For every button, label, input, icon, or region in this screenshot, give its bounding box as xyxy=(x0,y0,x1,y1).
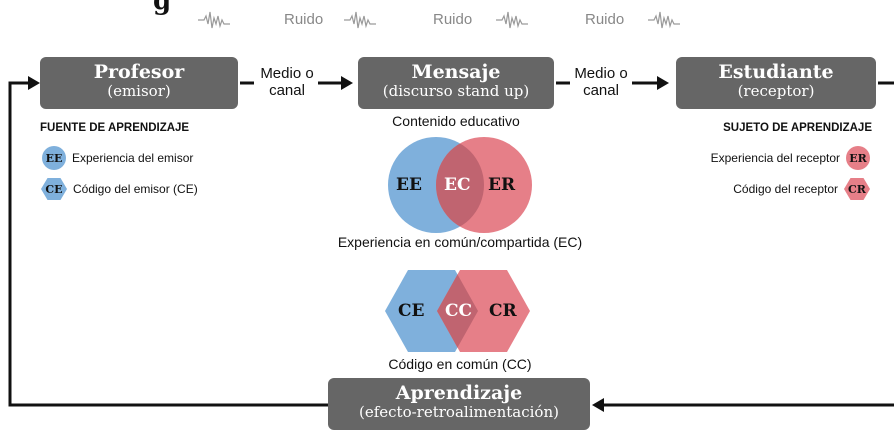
noise-label-1: Ruido xyxy=(284,11,324,28)
message-caption: Contenido educativo xyxy=(392,113,520,129)
shared-code-overlap xyxy=(437,270,478,352)
experience-caption: Experiencia en común/compartida (EC) xyxy=(337,234,583,250)
noise-label-2: Ruido xyxy=(433,11,473,28)
venn-code-right: CR xyxy=(489,301,517,321)
receiver-experience-item: Experiencia del receptor ER xyxy=(711,146,870,170)
venn-exp-center: EC xyxy=(444,175,471,195)
shared-experience-overlap xyxy=(436,137,484,233)
receiver-code-item: Código del receptor CR xyxy=(733,178,870,200)
venn-code-center: CC xyxy=(445,301,473,321)
arrow-head xyxy=(592,398,604,412)
arrow-head xyxy=(657,76,669,90)
venn-exp-left: EE xyxy=(396,175,422,195)
wave-icon xyxy=(344,11,376,29)
message-box: Mensaje (discurso stand up) xyxy=(358,57,554,109)
channel-line2: canal xyxy=(583,82,619,99)
receiver-code-text: Código del receptor xyxy=(733,182,838,196)
message-title: Mensaje xyxy=(411,61,501,83)
receiver-box: Estudiante (receptor) xyxy=(676,57,876,109)
sender-experience-text: Experiencia del emisor xyxy=(72,151,194,165)
arrow-head xyxy=(28,76,40,90)
receiver-subtitle: (receptor) xyxy=(737,82,815,100)
message-subtitle: (discurso stand up) xyxy=(382,82,530,100)
title-fragment: g xyxy=(153,0,172,16)
channel-label-2: Medio o canal xyxy=(570,65,632,99)
receiver-experience-badge: ER xyxy=(846,146,870,170)
venn-code-left: CE xyxy=(398,301,425,321)
wave-icon xyxy=(496,11,528,29)
sender-title: Profesor xyxy=(93,61,185,83)
wave-icon xyxy=(198,11,230,29)
sender-experience-badge: EE xyxy=(42,146,66,170)
learning-title: Aprendizaje xyxy=(395,382,523,404)
channel-line1: Medio o xyxy=(574,65,628,82)
receiver-panel-heading: SUJETO DE APRENDIZAJE xyxy=(723,122,872,134)
sender-panel-heading: FUENTE DE APRENDIZAJE xyxy=(40,122,190,134)
channel-line2: canal xyxy=(269,82,305,99)
noise-label-3: Ruido xyxy=(585,11,625,28)
receiver-title: Estudiante xyxy=(718,61,834,83)
code-caption: Código en común (CC) xyxy=(388,356,532,372)
wave-icon xyxy=(648,11,680,29)
channel-line1: Medio o xyxy=(260,65,314,82)
arrow-head xyxy=(341,76,353,90)
venn-exp-right: ER xyxy=(488,175,516,195)
sender-experience-item: EE Experiencia del emisor xyxy=(42,146,193,170)
sender-subtitle: (emisor) xyxy=(107,82,171,100)
sender-code-item: CE Código del emisor (CE) xyxy=(41,178,198,200)
sender-box: Profesor (emisor) xyxy=(40,57,238,109)
sender-code-badge: CE xyxy=(41,178,67,200)
sender-code-text: Código del emisor (CE) xyxy=(73,182,198,196)
learning-box: Aprendizaje (efecto-retroalimentación) xyxy=(328,378,590,430)
receiver-experience-text: Experiencia del receptor xyxy=(710,151,840,165)
learning-subtitle: (efecto-retroalimentación) xyxy=(359,403,559,421)
channel-label-1: Medio o canal xyxy=(256,65,318,99)
receiver-code-badge: CR xyxy=(844,178,870,200)
